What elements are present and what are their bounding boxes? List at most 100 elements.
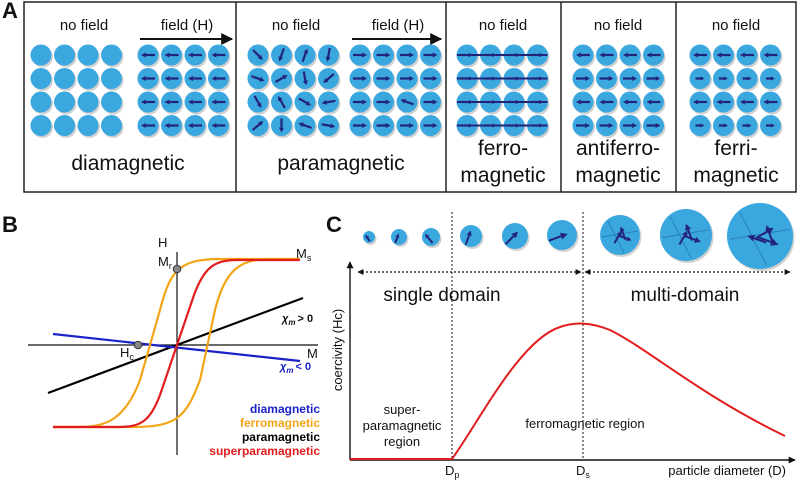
particle <box>30 68 52 89</box>
spin-arrow-icon <box>484 52 497 58</box>
remanence-point <box>172 264 182 274</box>
spin-arrow-icon <box>423 99 438 105</box>
spin-arrow-icon <box>599 52 614 58</box>
box-title: paramagnetic <box>277 152 404 175</box>
spin-arrow-icon <box>508 123 520 128</box>
superparamagnetic-region-line-2: paramagnetic <box>363 418 442 433</box>
spin-arrow-icon <box>302 71 308 86</box>
spin-arrow-icon <box>353 99 367 105</box>
spin-arrow-icon <box>716 99 731 105</box>
ds-tick-label: Ds <box>576 463 590 480</box>
spin-arrow-icon <box>576 123 590 128</box>
spin-arrow-icon <box>716 52 731 58</box>
no-field-header: no field <box>60 17 108 34</box>
spin-arrow-icon <box>765 225 774 243</box>
box-title-line-2: magnetic <box>575 164 660 187</box>
panel-a-label: A <box>2 0 18 23</box>
spin-arrow-icon <box>747 234 767 244</box>
spin-arrow-icon <box>623 123 637 128</box>
spin-arrow-icon <box>252 49 263 60</box>
spin-arrow-icon <box>298 122 312 129</box>
spin-arrow-icon <box>740 52 754 58</box>
particle <box>101 91 122 113</box>
box-diamagnetic: no field field (H) diamagnetic <box>30 17 234 175</box>
coercivity-plot: single domain multi-domain coercivity (H… <box>330 212 796 480</box>
spin-arrow-icon <box>461 99 473 105</box>
spin-arrow-icon <box>376 99 391 105</box>
spin-arrow-icon <box>531 123 544 128</box>
spin-arrow-icon <box>141 52 155 58</box>
spin-arrow-icon <box>325 47 331 62</box>
ferromagnetic-region-label: ferromagnetic region <box>525 416 644 431</box>
spin-arrow-icon <box>141 76 155 81</box>
spin-arrow-icon <box>141 123 155 128</box>
spin-arrow-icon <box>576 99 590 105</box>
spin-arrow-icon <box>141 99 155 105</box>
particle <box>77 115 99 136</box>
particle <box>30 115 52 136</box>
spin-arrow-icon <box>461 123 473 128</box>
spin-arrow-icon <box>531 99 544 105</box>
spin-arrow-icon <box>424 233 434 244</box>
legend-entry: diamagnetic <box>250 402 320 416</box>
spin-arrow-icon <box>576 76 590 81</box>
box-title-line-2: magnetic <box>460 164 545 187</box>
spin-arrow-icon <box>279 118 284 133</box>
spin-arrow-icon <box>548 232 568 242</box>
spin-arrow-icon <box>353 76 367 81</box>
particle <box>101 44 122 66</box>
h-axis-label: H <box>158 235 167 250</box>
particle <box>30 44 52 66</box>
box-title: diamagnetic <box>71 152 184 175</box>
superparamagnetic-region-line-3: region <box>384 434 420 449</box>
field-header: field (H) <box>161 17 214 34</box>
particle <box>77 91 99 113</box>
particle-grid <box>572 44 666 138</box>
spin-arrow-icon <box>353 52 367 58</box>
coercivity-point <box>133 340 143 350</box>
spin-arrow-icon <box>164 52 179 58</box>
particle-size-row <box>363 203 795 271</box>
spin-arrow-icon <box>164 123 179 128</box>
spin-arrow-icon <box>321 123 336 129</box>
hysteresis-plot: H M Ms Mr Hc χm> 0 χm< 0 diamagneticferr… <box>28 235 320 458</box>
ferromagnetic-loop-lower <box>53 257 300 429</box>
multi-domain-label: multi-domain <box>631 285 740 306</box>
spin-arrow-icon <box>278 48 285 62</box>
spin-arrow-icon <box>695 76 705 81</box>
coercivity-curve <box>350 322 786 460</box>
spin-arrow-icon <box>400 52 414 58</box>
spin-arrow-icon <box>766 76 775 81</box>
no-field-header: no field <box>272 17 320 34</box>
spin-arrow-icon <box>719 123 728 128</box>
spin-arrow-icon <box>188 52 202 58</box>
spin-arrow-icon <box>188 76 202 81</box>
spin-arrow-icon <box>461 76 473 81</box>
spin-arrow-icon <box>484 123 497 128</box>
spin-arrow-icon <box>693 52 707 58</box>
panel-c-label: C <box>326 212 342 237</box>
spin-arrow-icon <box>646 76 661 81</box>
chi-negative-label: χm< 0 <box>279 361 311 375</box>
spin-arrow-icon <box>464 230 472 246</box>
spin-arrow-icon <box>766 123 775 128</box>
legend-entry: paramagnetic <box>242 430 320 444</box>
dp-tick-label: Dp <box>445 463 459 480</box>
spin-arrow-icon <box>508 76 520 81</box>
single-domain-label: single domain <box>383 285 500 306</box>
spin-arrow-icon <box>740 99 754 105</box>
m-axis-label: M <box>307 346 318 361</box>
hc-label: Hc <box>120 345 134 362</box>
panel-b-label: B <box>2 212 18 237</box>
spin-arrow-icon <box>301 48 309 62</box>
box-title-line-1: ferro- <box>478 137 528 160</box>
spin-arrow-icon <box>599 76 614 81</box>
spin-arrow-icon <box>742 76 752 81</box>
box-title-line-1: ferri- <box>714 137 757 160</box>
particle <box>77 44 99 66</box>
spin-arrow-icon <box>376 123 391 128</box>
x-axis-label: particle diameter (D) <box>668 463 786 478</box>
particle <box>54 91 75 113</box>
spin-arrow-icon <box>394 233 400 244</box>
spin-arrow-icon <box>461 52 473 58</box>
